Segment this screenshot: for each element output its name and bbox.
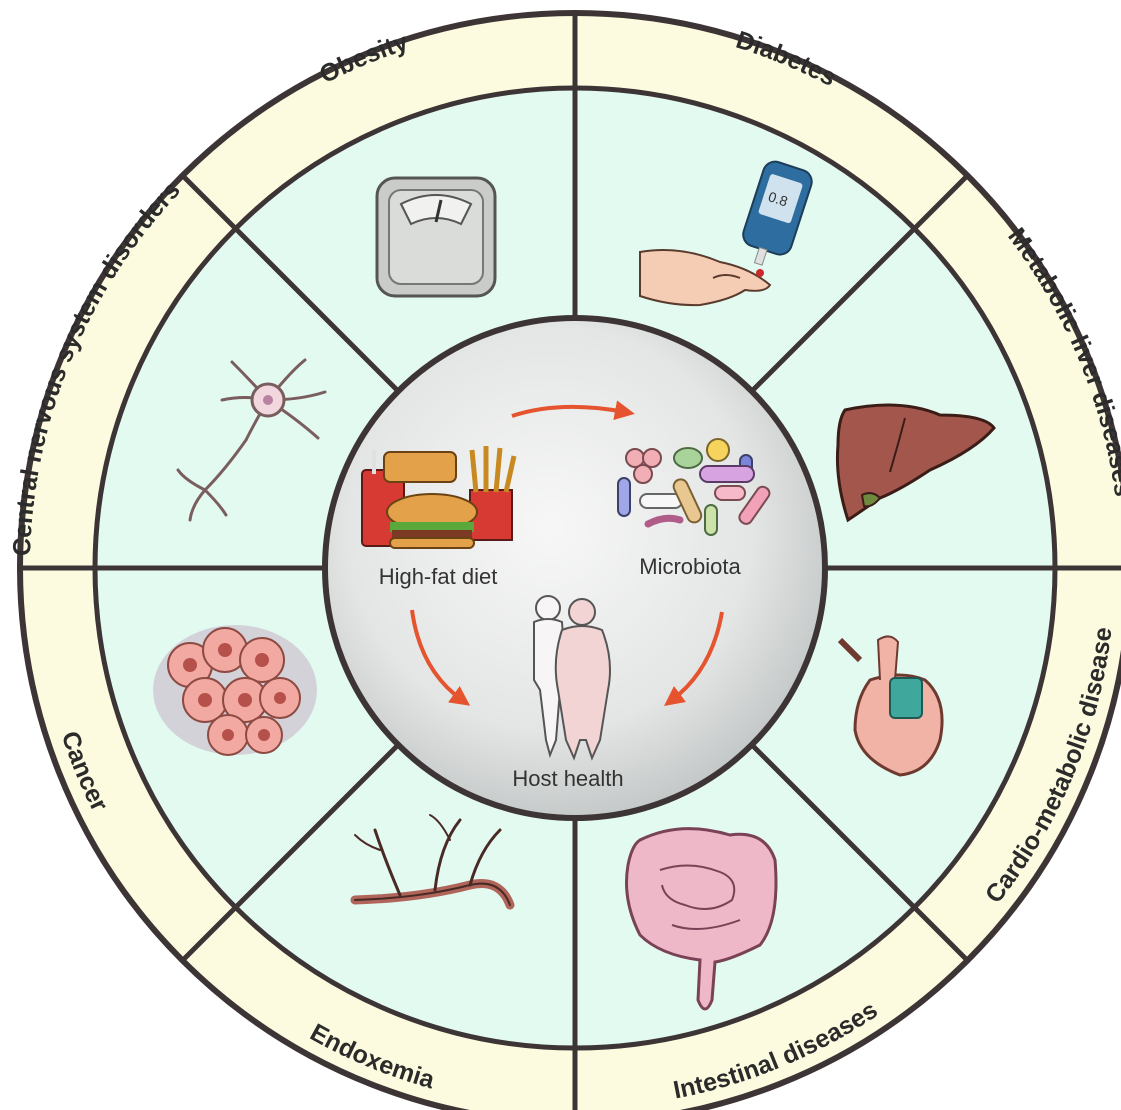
host-health-label: Host health bbox=[512, 766, 623, 791]
weighing-scale-icon bbox=[377, 178, 495, 296]
microbiota-label: Microbiota bbox=[639, 554, 741, 579]
diet-label: High-fat diet bbox=[379, 564, 498, 589]
tumor-cells-icon bbox=[153, 625, 317, 755]
